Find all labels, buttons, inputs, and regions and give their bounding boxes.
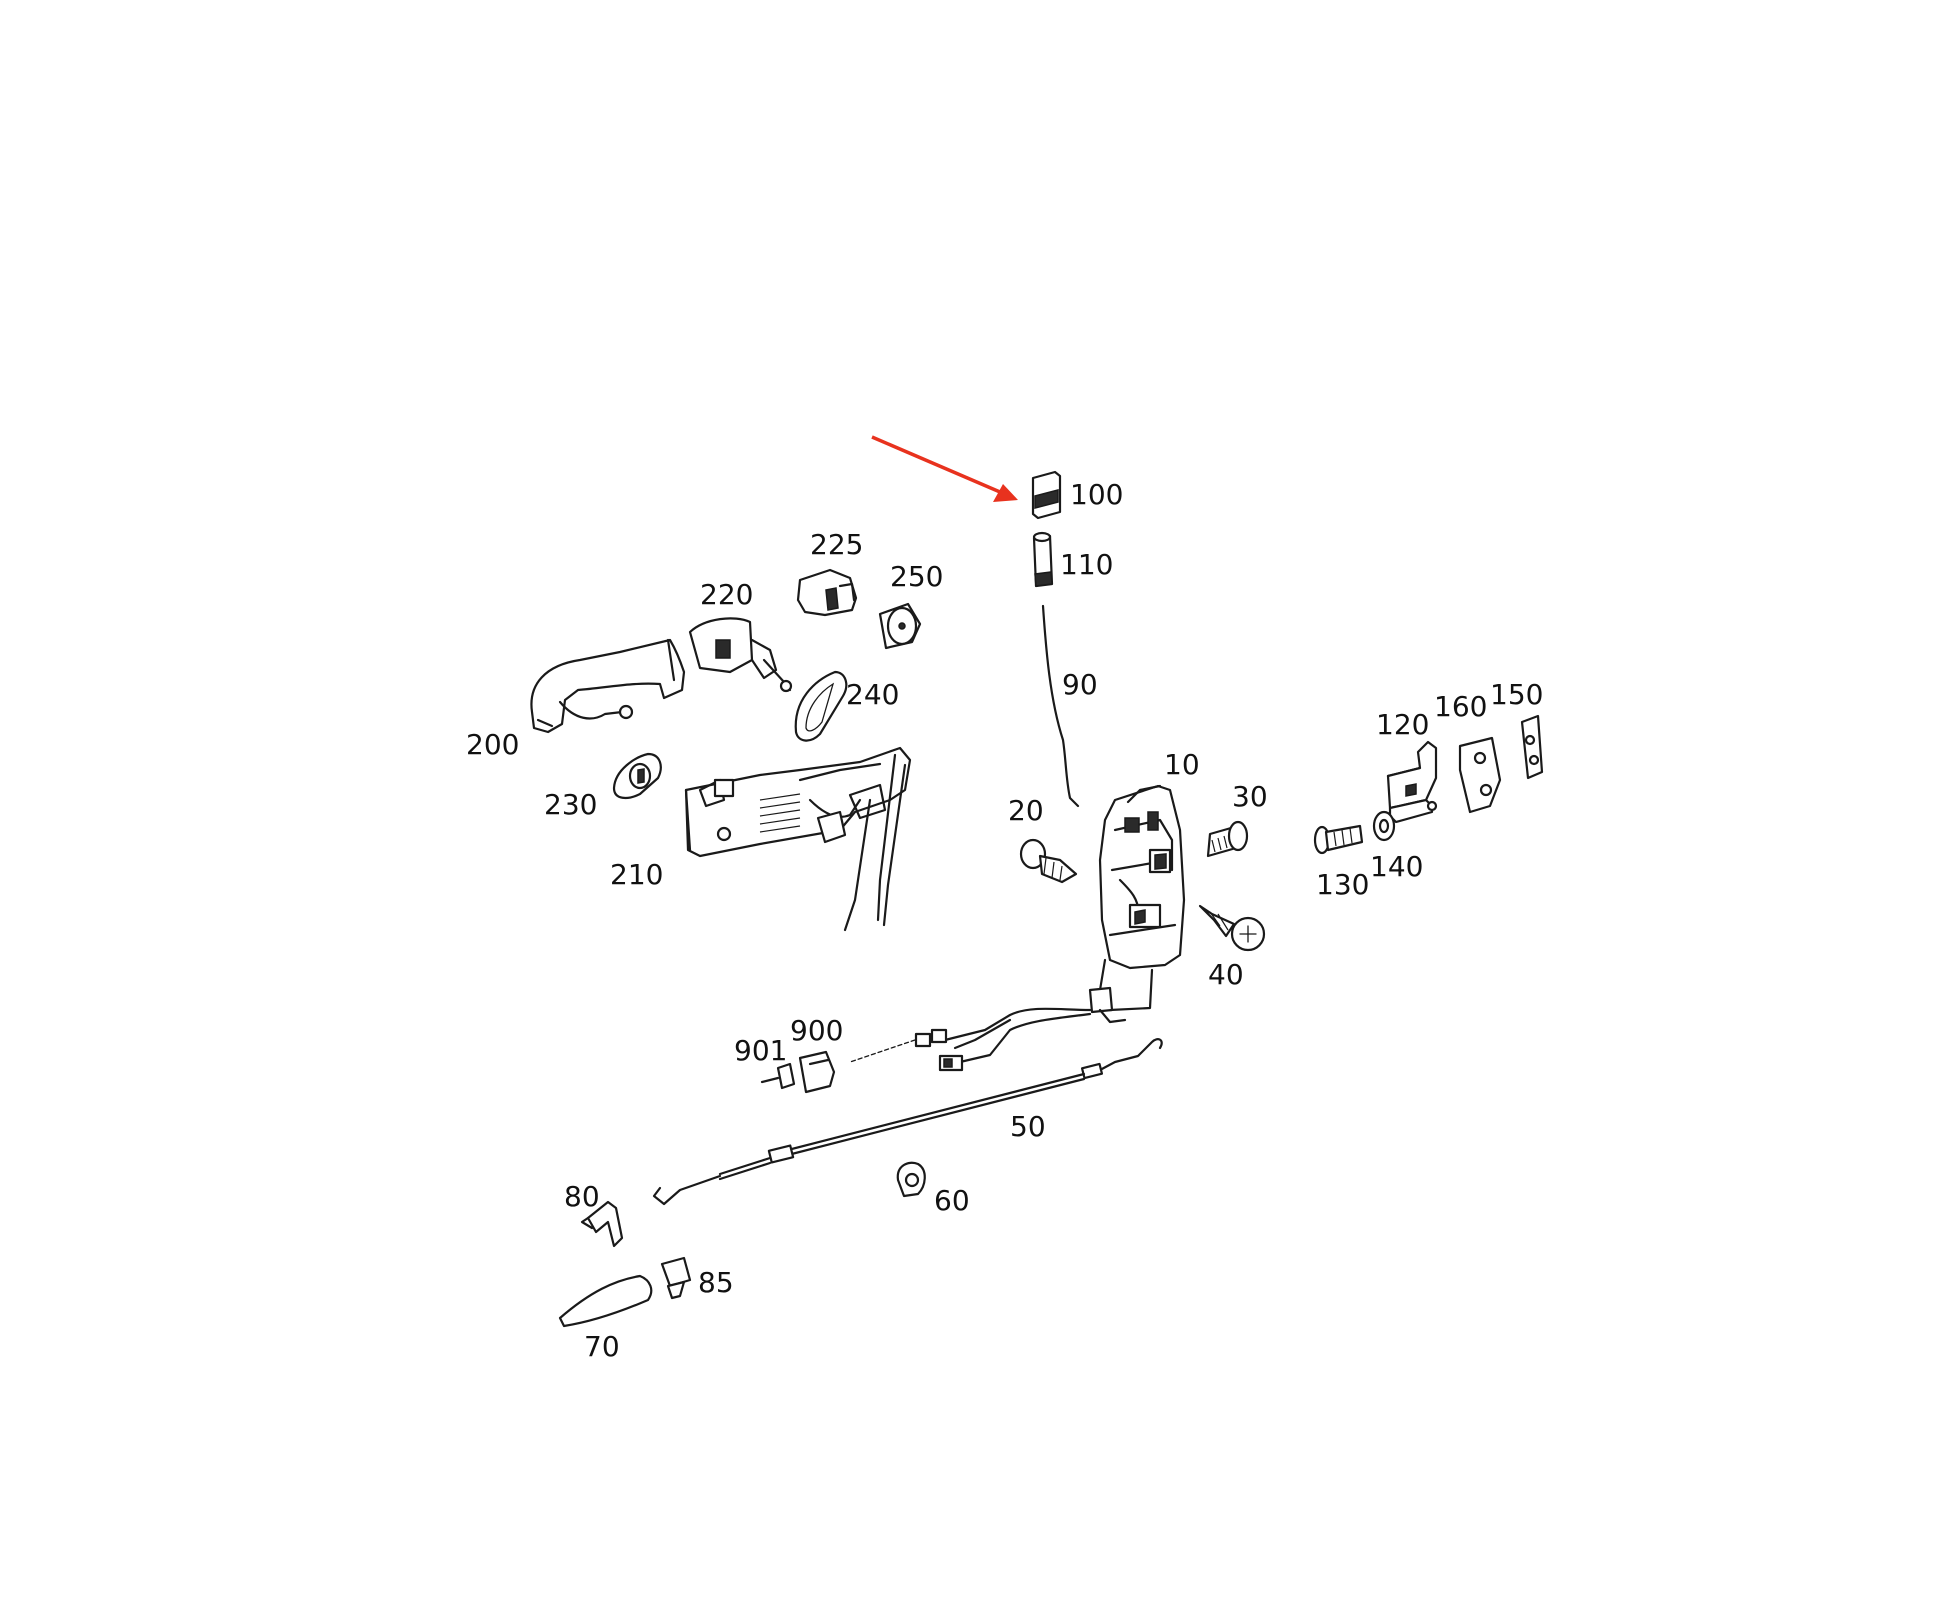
part-50-cable[interactable] xyxy=(652,1038,1163,1206)
label-100: 100 xyxy=(1070,478,1123,511)
part-40-screw[interactable] xyxy=(1198,904,1266,952)
part-140-washer[interactable] xyxy=(1372,810,1396,842)
part-10-door-lock[interactable] xyxy=(1088,784,1186,1024)
label-80: 80 xyxy=(564,1180,600,1213)
label-10: 10 xyxy=(1164,748,1200,781)
part-210-handle-carrier[interactable] xyxy=(684,746,912,932)
part-901-plug[interactable] xyxy=(760,1062,796,1090)
label-240: 240 xyxy=(846,678,899,711)
part-60-clip[interactable] xyxy=(896,1161,926,1198)
part-220-lock-cylinder[interactable] xyxy=(688,617,793,693)
part-30-screw[interactable] xyxy=(1206,820,1249,858)
label-130: 130 xyxy=(1316,868,1369,901)
wiring-harness[interactable] xyxy=(849,1007,1092,1072)
label-40: 40 xyxy=(1208,958,1244,991)
part-150-gasket[interactable] xyxy=(1520,714,1544,780)
label-30: 30 xyxy=(1232,780,1268,813)
label-70: 70 xyxy=(584,1330,620,1363)
label-225: 225 xyxy=(810,528,863,561)
part-85-clip[interactable] xyxy=(660,1256,692,1300)
part-120-striker[interactable] xyxy=(1386,740,1438,824)
part-70-cover[interactable] xyxy=(558,1274,653,1328)
part-900-connector[interactable] xyxy=(798,1050,836,1094)
part-160-plate[interactable] xyxy=(1458,736,1502,814)
part-90-rod[interactable] xyxy=(1041,604,1080,808)
part-100-cap[interactable] xyxy=(1031,470,1062,520)
label-900: 900 xyxy=(790,1014,843,1047)
label-230: 230 xyxy=(544,788,597,821)
label-210: 210 xyxy=(610,858,663,891)
label-20: 20 xyxy=(1008,794,1044,827)
part-250-cylinder-cap[interactable] xyxy=(878,602,922,650)
part-130-screw[interactable] xyxy=(1313,824,1364,855)
label-901: 901 xyxy=(734,1034,787,1067)
label-200: 200 xyxy=(466,728,519,761)
part-80-bracket[interactable] xyxy=(580,1200,624,1248)
part-200-outer-handle[interactable] xyxy=(530,638,686,734)
part-230-bezel[interactable] xyxy=(612,752,662,800)
label-250: 250 xyxy=(890,560,943,593)
label-220: 220 xyxy=(700,578,753,611)
label-140: 140 xyxy=(1370,850,1423,883)
pointer-arrow xyxy=(871,435,1018,502)
label-60: 60 xyxy=(934,1184,970,1217)
label-120: 120 xyxy=(1376,708,1429,741)
label-85: 85 xyxy=(698,1266,734,1299)
part-225-housing[interactable] xyxy=(796,568,858,617)
part-20-screw[interactable] xyxy=(1019,838,1078,884)
label-50: 50 xyxy=(1010,1110,1046,1143)
label-160: 160 xyxy=(1434,690,1487,723)
part-110-sleeve[interactable] xyxy=(1032,531,1054,588)
label-90: 90 xyxy=(1062,668,1098,701)
part-240-gasket[interactable] xyxy=(794,670,848,742)
label-150: 150 xyxy=(1490,678,1543,711)
label-110: 110 xyxy=(1060,548,1113,581)
part-labels: 100 110 90 225 250 220 240 200 230 210 1… xyxy=(466,478,1543,1363)
